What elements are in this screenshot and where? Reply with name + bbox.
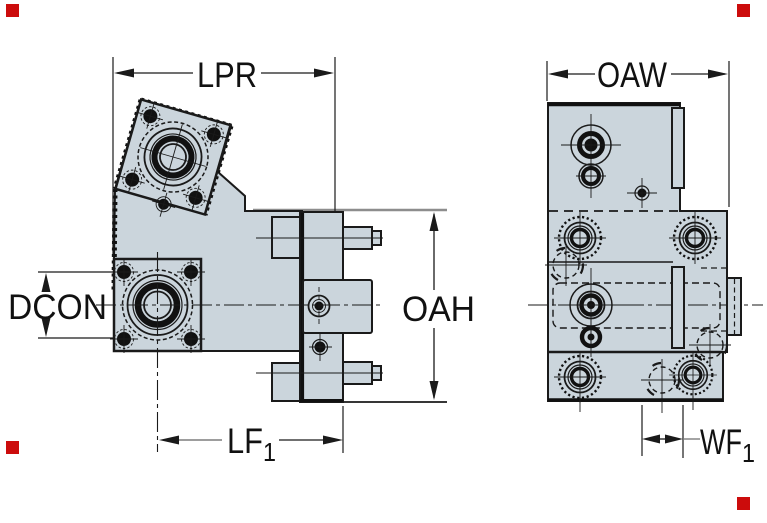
tilted-flange-bore [137,121,209,193]
dim-label-oah: OAH [402,290,475,329]
red-marker-bottom-right [737,497,750,510]
dim-label-oaw: OAW [597,56,667,95]
dim-label-lf1: LF1 [227,422,276,467]
dimension-dcon: DCON [8,271,114,339]
screw [110,325,138,353]
arrowhead-left [548,69,568,79]
top-screw-large [561,114,621,176]
arrowhead-left [642,434,660,444]
screw [177,258,205,286]
center-block [302,279,373,334]
red-marker-top-right [737,4,750,17]
tilted-flange [113,97,233,217]
screw [201,121,227,147]
screw [137,103,163,129]
arrowhead-left [159,435,179,445]
red-marker-top-left [6,4,19,17]
center-pilot-hole [307,287,331,325]
side-tab [671,107,685,189]
dimension-lf1: LF1 [159,406,344,467]
right-view: OAW WF1 [528,56,763,468]
arrowhead-down [41,318,51,337]
screw [119,167,145,193]
dimension-oah: OAH [402,212,475,400]
lock-screw [309,334,332,361]
arrowhead-right [665,434,683,444]
arrowhead-up [429,212,439,231]
dim-label-dcon: DCON [8,288,107,327]
screw [177,325,205,353]
arrowhead-right [323,435,343,445]
arrowhead-up [41,273,51,292]
bottom-flange-screws [110,258,205,353]
arrowhead-left [114,68,134,78]
screw [183,185,209,211]
dimension-wf1: WF1 [641,405,755,468]
arrowhead-right [314,68,334,78]
dimension-oaw: OAW [546,56,730,207]
arrowhead-down [429,381,439,400]
red-marker-bottom-left [6,441,19,454]
left-view: LPR DCON OAH LF1 [8,56,475,467]
blade-slot [671,266,685,349]
dim-label-lpr: LPR [197,56,257,95]
top-screw-small [576,163,606,198]
dim-label-wf1: WF1 [700,423,755,468]
screw [110,258,138,286]
dimension-lpr: LPR [112,56,336,257]
top-bolt-head [271,216,301,259]
small-screw [151,192,176,217]
bottom-flange [110,257,205,353]
tilted-flange-screws [119,103,227,217]
front-plate-assembly [256,211,383,403]
bottom-bolt-head [271,362,301,402]
arrowhead-right [708,69,728,79]
set-screw [627,178,657,208]
